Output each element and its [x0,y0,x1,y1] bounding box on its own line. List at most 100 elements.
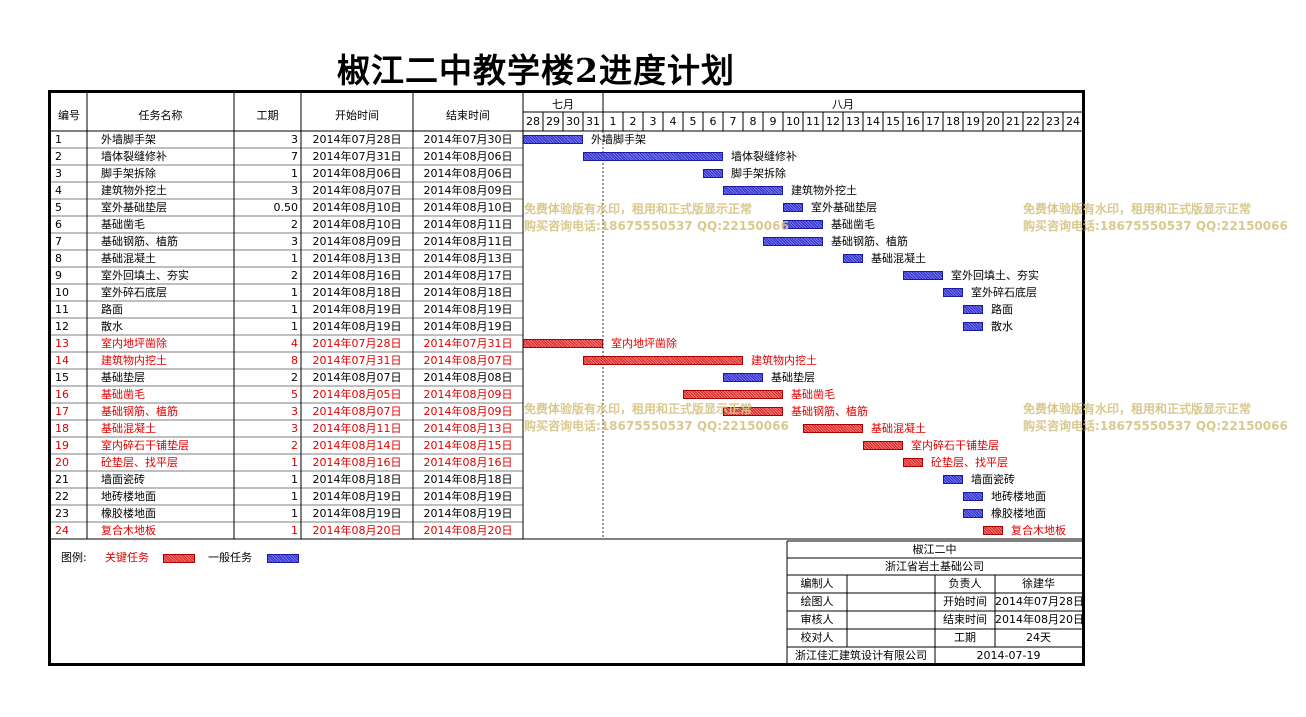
row-end: 2014年08月15日 [423,439,513,452]
gantt-bar-label: 室内地坪凿除 [611,337,677,350]
day-label: 13 [846,115,860,128]
row-id: 22 [55,490,69,503]
gantt-bar-label: 室外基础垫层 [811,201,877,214]
gantt-bar-label: 地砖楼地面 [991,490,1046,503]
row-task-name: 散水 [101,320,123,333]
row-end: 2014年07月31日 [423,337,513,350]
month-august: 八月 [832,98,854,111]
info-checker-label: 校对人 [800,631,834,644]
gantt-bar [763,237,823,246]
info-end-label: 结束时间 [943,613,987,626]
row-task-name: 脚手架拆除 [101,167,156,180]
row-end: 2014年08月10日 [423,201,513,214]
row-id: 21 [55,473,69,486]
legend-normal-swatch [267,554,299,563]
gantt-bar-label: 砼垫层、找平层 [931,456,1008,469]
row-end: 2014年08月11日 [423,218,513,231]
gantt-bar-label: 路面 [991,303,1013,316]
row-duration: 3 [291,235,298,248]
row-start: 2014年08月05日 [312,388,402,401]
gantt-bar-label: 散水 [991,320,1013,333]
row-duration: 3 [291,422,298,435]
day-label: 30 [566,115,580,128]
row-duration: 1 [291,303,298,316]
header-start: 开始时间 [335,109,379,122]
row-task-name: 复合木地板 [101,524,156,537]
row-duration: 3 [291,184,298,197]
watermark-line2-left-2: 购买咨询电话:18675550537 QQ:22150066 [524,419,789,433]
row-duration: 0.50 [273,201,299,214]
row-task-name: 墙面瓷砖 [101,473,145,486]
row-start: 2014年08月11日 [312,422,402,435]
day-label: 23 [1046,115,1060,128]
row-start: 2014年08月20日 [312,524,402,537]
row-end: 2014年08月19日 [423,303,513,316]
day-label: 9 [769,115,777,128]
watermark-line2-right: 购买咨询电话:18675550537 QQ:22150066 [1023,219,1288,233]
day-label: 19 [966,115,980,128]
day-label: 4 [669,115,677,128]
row-start: 2014年08月09日 [312,235,402,248]
watermark-line1-right-2: 免费体验版有水印，租用和正式版显示正常 [1023,402,1252,416]
gantt-bar [683,390,783,399]
header-duration: 工期 [256,109,279,122]
day-label: 6 [709,115,717,128]
gantt-bar [943,288,963,297]
gantt-bar [523,135,583,144]
row-start: 2014年07月31日 [312,354,402,367]
row-task-name: 基础凿毛 [101,388,145,401]
row-start: 2014年08月14日 [312,439,402,452]
day-label: 24 [1066,115,1080,128]
day-label: 11 [806,115,820,128]
row-end: 2014年08月19日 [423,490,513,503]
row-id: 24 [55,524,69,537]
gantt-bar [983,526,1003,535]
day-label: 8 [749,115,757,128]
row-duration: 1 [291,490,298,503]
day-label: 18 [946,115,960,128]
row-duration: 2 [291,371,298,384]
day-label: 14 [866,115,880,128]
day-label: 16 [906,115,920,128]
row-task-name: 基础钢筋、植筋 [101,405,178,418]
row-start: 2014年07月28日 [312,337,402,350]
header-id: 编号 [58,109,80,122]
info-company: 浙江省岩土基础公司 [885,560,984,573]
gantt-bar-label: 基础凿毛 [831,218,875,231]
gantt-bar-label: 墙体裂缝修补 [731,150,797,163]
gantt-bar-label: 建筑物内挖土 [751,354,817,367]
row-duration: 3 [291,133,298,146]
row-id: 15 [55,371,69,384]
info-end: 2014年08月20日 [995,613,1084,626]
page-title: 椒江二中教学楼2进度计划 [337,51,735,90]
watermark-line2-left: 购买咨询电话:18675550537 QQ:22150066 [524,219,789,233]
gantt-bar-label: 基础凿毛 [791,388,835,401]
row-task-name: 基础垫层 [101,371,145,384]
gantt-bar [723,407,783,416]
gantt-bar-label: 墙面瓷砖 [971,473,1015,486]
row-task-name: 建筑物内挖土 [101,354,167,367]
day-label: 17 [926,115,940,128]
gantt-bar-label: 脚手架拆除 [731,167,786,180]
row-start: 2014年08月07日 [312,371,402,384]
row-start: 2014年07月31日 [312,150,402,163]
gantt-bar [963,492,983,501]
row-start: 2014年08月13日 [312,252,402,265]
row-duration: 1 [291,286,298,299]
row-id: 1 [55,133,62,146]
row-id: 4 [55,184,62,197]
row-start: 2014年08月18日 [312,286,402,299]
gantt-bar-label: 室外回填土、夯实 [951,269,1039,282]
row-id: 19 [55,439,69,452]
day-label: 21 [1006,115,1020,128]
row-duration: 1 [291,252,298,265]
header-name: 任务名称 [138,109,183,122]
gantt-bar [723,186,783,195]
row-start: 2014年08月10日 [312,201,402,214]
info-duration: 24天 [1026,631,1051,644]
row-task-name: 基础混凝土 [101,422,156,435]
info-owner: 徐建华 [1022,577,1055,590]
day-label: 5 [689,115,697,128]
row-task-name: 室内地坪凿除 [101,337,167,350]
